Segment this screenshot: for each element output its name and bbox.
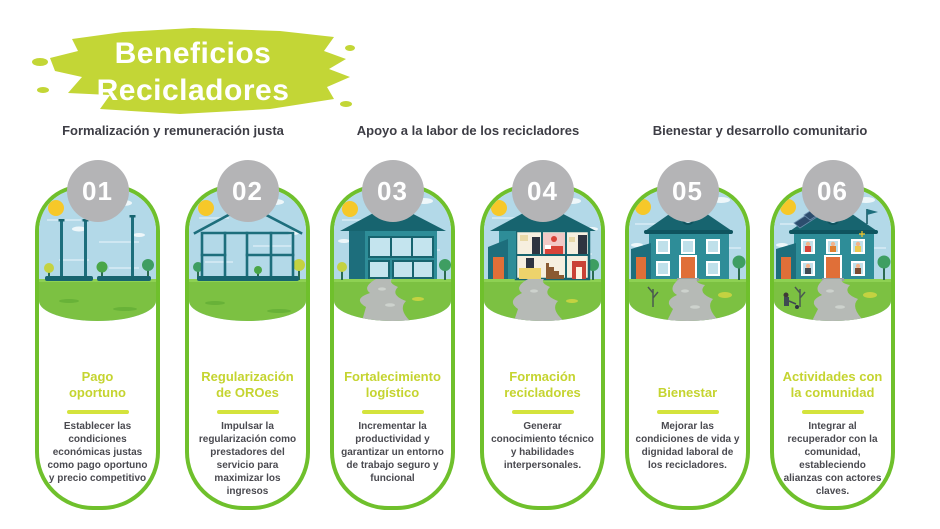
sun-icon: [635, 199, 651, 215]
tree-icons: [44, 259, 154, 280]
card-title: Regularización de OROes: [201, 369, 294, 400]
illustration-stage-3: [334, 189, 451, 321]
step-number-badge: 06: [801, 160, 864, 222]
path-graphic: [512, 279, 578, 321]
page-title-line2: Recicladores: [96, 74, 290, 107]
benefit-card-5: 05: [625, 160, 750, 510]
card-title: Formación recicladores: [504, 369, 581, 400]
card-description: Generar conocimiento técnico y habilidad…: [491, 421, 594, 471]
sparkle-icon: [859, 231, 865, 237]
furniture-graphic: [519, 233, 587, 279]
house-frame-graphic: [189, 189, 306, 321]
person-figure: [783, 292, 799, 309]
title-underline: [361, 410, 424, 414]
title-underline: [216, 410, 279, 414]
sun-icon: [342, 201, 358, 217]
foundation-posts-graphic: [39, 189, 156, 321]
people-in-windows: [805, 241, 861, 274]
group-header-2: Apoyo a la labor de los recicladores: [356, 123, 580, 138]
tree-icons: [337, 259, 451, 280]
card-description: Incrementar la productividad y garantiza…: [341, 421, 444, 484]
tree-icons: [647, 255, 746, 307]
illustration-stage-5: [629, 189, 746, 321]
step-number-badge: 02: [216, 160, 279, 222]
title-underline: [66, 410, 129, 414]
title-underline: [801, 410, 864, 414]
step-number-badge: 03: [361, 160, 424, 222]
sun-icon: [198, 200, 214, 216]
card-description: Establecer las condiciones económicas ju…: [47, 421, 148, 484]
illustration-stage-2: [189, 189, 306, 321]
group-header-1: Formalización y remuneración justa: [62, 123, 284, 138]
step-number-badge: 05: [656, 160, 719, 222]
benefit-card-4: 04: [480, 160, 605, 510]
card-description: Impulsar la regularización como prestado…: [198, 421, 297, 497]
grass-tufts: [59, 299, 137, 311]
title-banner: Beneficios Recicladores: [28, 18, 358, 126]
flag-icon: [866, 209, 878, 224]
card-description: Mejorar las condiciones de vida y dignid…: [635, 421, 740, 471]
foundation-graphic: [45, 215, 151, 281]
card-title: Fortalecimiento logístico: [344, 369, 441, 400]
group-header-3: Bienestar y desarrollo comunitario: [652, 123, 868, 138]
benefit-card-2: 02: [185, 160, 310, 510]
step-number-badge: 01: [66, 160, 129, 222]
benefit-card-1: 01: [35, 160, 160, 510]
sun-icon: [491, 200, 507, 216]
card-description: Integrar al recuperador con la comunidad…: [783, 421, 882, 497]
sun-icon: [780, 199, 796, 215]
step-number-badge: 04: [511, 160, 574, 222]
card-title: Pago oportuno: [68, 369, 127, 400]
card-title: Bienestar: [657, 385, 718, 400]
illustration-stage-1: [39, 189, 156, 321]
path-graphic: [359, 279, 424, 321]
page-title: Beneficios Recicladores: [28, 18, 358, 126]
house-complete-graphic: [629, 189, 746, 321]
title-underline: [511, 410, 574, 414]
window-icons: [656, 239, 720, 276]
benefit-card-3: 03: [330, 160, 455, 510]
benefit-card-6: 06: [770, 160, 895, 510]
card-title: Actividades con la comunidad: [782, 369, 883, 400]
path-graphic: [667, 279, 719, 321]
brush-stroke-graphic: [32, 28, 355, 114]
page-title-line1: Beneficios: [114, 37, 272, 70]
house-graphic: [340, 203, 446, 279]
title-underline: [656, 410, 719, 414]
tree-icons: [794, 255, 891, 307]
house-graphic: [631, 201, 733, 281]
house-shell-graphic: [334, 189, 451, 321]
path-graphic: [812, 279, 864, 321]
sun-icon: [48, 200, 64, 216]
